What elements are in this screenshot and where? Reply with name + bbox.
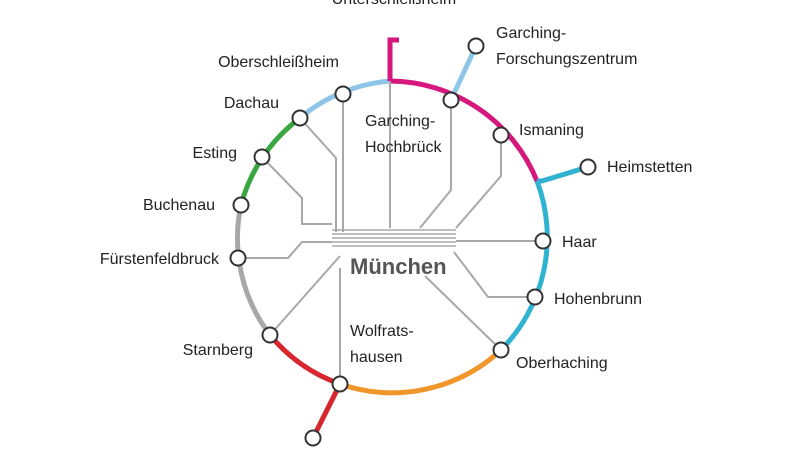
label-buchenau: Buchenau xyxy=(143,197,215,214)
ring-segment-gray xyxy=(235,204,272,337)
branches xyxy=(310,37,589,440)
stop-wolfratshausen xyxy=(331,375,349,393)
branch-unterschleissheim xyxy=(387,37,399,81)
ring-segment-green xyxy=(238,115,302,206)
ring-segment-magenta xyxy=(389,78,540,182)
stop-tutzing xyxy=(304,429,322,447)
stop-fuerstenfeldbruck xyxy=(229,249,247,267)
stop-dachau xyxy=(291,109,309,127)
branch-heimstetten xyxy=(537,164,589,184)
stop-haar xyxy=(534,232,552,250)
stop-garching-hochbrueck xyxy=(442,91,460,109)
spoke-starnberg xyxy=(269,255,341,336)
label-hohenbrunn: Hohenbrunn xyxy=(554,291,642,308)
spoke-ismaning xyxy=(455,135,502,229)
label-ismaning: Ismaning xyxy=(519,122,584,139)
station-labels: Unterschleißheim Garching- Forschungszen… xyxy=(100,0,693,372)
label-fuerstenfeldbruck: Fürstenfeldbruck xyxy=(100,251,220,268)
label-garching-hochbrueck-1: Garching- xyxy=(365,113,435,130)
label-starnberg: Starnberg xyxy=(183,342,253,359)
spoke-oberhaching xyxy=(424,275,502,351)
label-unterschleissheim: Unterschleißheim xyxy=(332,0,456,8)
spoke-garching-hochbrueck xyxy=(419,100,452,229)
label-muenchen: München xyxy=(350,254,447,279)
branch-tutzing xyxy=(310,382,343,440)
spoke-dachau xyxy=(299,117,337,232)
stop-starnberg xyxy=(261,326,279,344)
stop-heimstetten xyxy=(579,158,597,176)
spokes xyxy=(238,81,543,384)
label-oberschleissheim: Oberschleißheim xyxy=(218,54,339,71)
stop-buchenau xyxy=(232,196,250,214)
stop-oberschleissheim xyxy=(334,85,352,103)
label-garching-forschung-1: Garching- xyxy=(496,25,566,42)
stop-hohenbrunn xyxy=(526,288,544,306)
label-garching-hochbrueck-2: Hochbrück xyxy=(365,139,442,156)
stop-oberhaching xyxy=(492,341,510,359)
ring-segment-red xyxy=(268,333,341,387)
spoke-esting xyxy=(261,156,332,225)
label-esting: Esting xyxy=(193,145,237,162)
label-haar: Haar xyxy=(562,234,597,251)
label-garching-forschung-2: Forschungszentrum xyxy=(496,51,637,68)
label-heimstetten: Heimstetten xyxy=(607,159,692,176)
label-wolfratshausen-1: Wolfrats- xyxy=(350,323,414,340)
label-dachau: Dachau xyxy=(224,95,279,112)
spoke-fuerstenfeldbruck xyxy=(238,241,332,259)
stop-esting xyxy=(253,148,271,166)
branch-garching-forschung xyxy=(448,44,479,102)
label-wolfratshausen-2: hausen xyxy=(350,349,403,366)
ring-segment-cyan xyxy=(499,180,550,352)
ring-segment-orange xyxy=(339,348,503,396)
central-trunk xyxy=(332,229,456,247)
stop-ismaning xyxy=(492,126,510,144)
stop-garching-forschung xyxy=(467,37,485,55)
station-markers xyxy=(229,37,597,447)
label-oberhaching: Oberhaching xyxy=(516,355,608,372)
spoke-hohenbrunn xyxy=(453,251,535,298)
